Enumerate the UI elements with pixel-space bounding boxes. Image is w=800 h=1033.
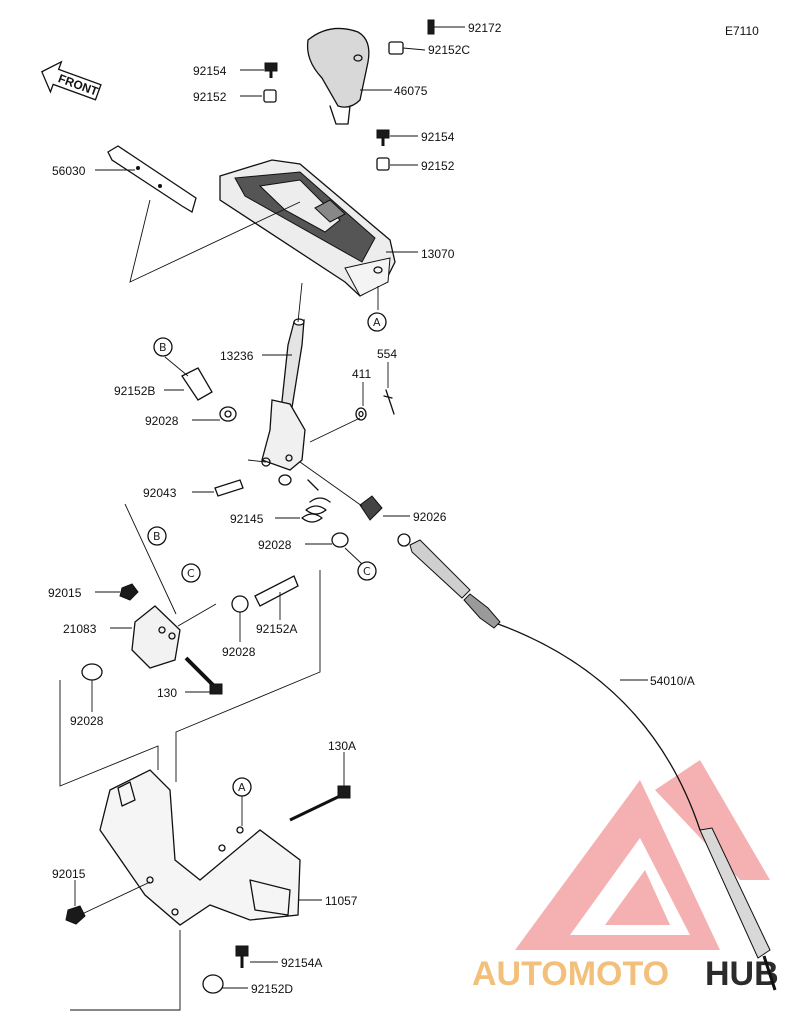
- collar-92152-right-icon: [376, 157, 390, 171]
- collar-92152b-icon: [181, 367, 213, 401]
- bolt-92154-icon: [264, 62, 278, 78]
- bushing-92028-mid-icon: [231, 595, 249, 613]
- collar-92152-icon: [263, 89, 277, 103]
- label-92015-lower: 92015: [52, 867, 86, 881]
- washer-411-icon: [355, 407, 367, 421]
- bracket-11057: [99, 769, 301, 926]
- watermark-logo: [515, 760, 770, 950]
- leader-lines: [74, 47, 648, 989]
- shift-guide-13070: [219, 159, 396, 297]
- label-92028-left: 92028: [70, 714, 104, 728]
- label-92154-right: 92154: [421, 130, 455, 144]
- bolt-130-icon: [184, 656, 223, 695]
- label-92015: 92015: [48, 586, 82, 600]
- bushing-92028-left-icon: [81, 663, 103, 681]
- bushing-92028-icon: [219, 406, 237, 422]
- collar-92152c-icon: [388, 41, 404, 55]
- bracket-21083: [131, 605, 181, 669]
- pin-92043-icon: [214, 479, 244, 497]
- bolt-92154a-icon: [235, 945, 249, 968]
- nut-92015-icon: [119, 583, 139, 601]
- label-92152c: 92152C: [428, 43, 470, 57]
- spring-92145-icon: [278, 474, 331, 523]
- bushing-92028-lower-icon: [331, 532, 349, 548]
- label-21083: 21083: [63, 622, 97, 636]
- svg-text:A: A: [373, 316, 381, 329]
- ref-circle-a1: A: [367, 312, 387, 332]
- svg-text:C: C: [363, 565, 371, 578]
- label-130: 130: [157, 686, 177, 700]
- ref-circle-b1: B: [153, 337, 173, 357]
- label-56030: 56030: [52, 164, 86, 178]
- bolt-92154-right-icon: [376, 129, 390, 146]
- front-label: FRONT: [56, 71, 100, 99]
- label-92152d: 92152D: [251, 982, 293, 996]
- label-411: 411: [352, 367, 371, 381]
- label-92154a: 92154A: [281, 956, 322, 970]
- svg-text:A: A: [238, 781, 246, 794]
- svg-text:C: C: [187, 567, 195, 580]
- label-13070: 13070: [421, 247, 455, 261]
- label-13236: 13236: [220, 349, 254, 363]
- joint-92026-icon: [359, 495, 383, 521]
- svg-text:B: B: [159, 341, 167, 354]
- front-arrow-icon: FRONT: [40, 60, 102, 101]
- cotter-pin-554-icon: [383, 389, 395, 415]
- ref-circle-b2: B: [147, 526, 167, 546]
- shift-lever-13236: [261, 318, 306, 471]
- label-554: 554: [377, 347, 397, 361]
- label-92172: 92172: [468, 21, 502, 35]
- bolt-130a-icon: [289, 785, 351, 822]
- svg-text:B: B: [153, 530, 161, 543]
- label-92152b: 92152B: [114, 384, 155, 398]
- label-46075: 46075: [394, 84, 428, 98]
- shift-knob: [306, 27, 370, 125]
- label-92152a: 92152A: [256, 622, 297, 636]
- label-11057: 11057: [325, 894, 358, 908]
- watermark-text-hub: HUB: [705, 955, 779, 993]
- assembly-lines: [59, 199, 379, 1011]
- label-130a: 130A: [328, 739, 356, 753]
- label-92154: 92154: [193, 64, 227, 78]
- label-92152: 92152: [193, 90, 227, 104]
- label-54010a: 54010/A: [650, 674, 695, 688]
- label-92028-lower: 92028: [258, 538, 292, 552]
- collar-92152d-icon: [202, 974, 224, 994]
- label-92145: 92145: [230, 512, 264, 526]
- label-92152-right: 92152: [421, 159, 455, 173]
- collar-92152a-icon: [254, 575, 299, 607]
- ref-circle-a2: A: [232, 777, 252, 797]
- label-92026: 92026: [413, 510, 447, 524]
- nut-92015-lower-icon: [65, 905, 86, 925]
- ref-circle-c2: C: [181, 563, 201, 583]
- watermark-text-automoto: AUTOMOTO: [472, 955, 669, 993]
- bracket-56030: [107, 145, 197, 213]
- label-92028-mid: 92028: [222, 645, 256, 659]
- label-92028: 92028: [145, 414, 179, 428]
- cable-54010a: [397, 533, 777, 991]
- label-92043: 92043: [143, 486, 177, 500]
- ref-circle-c1: C: [357, 561, 377, 581]
- bolt-92172-icon: [427, 19, 465, 35]
- diagram-code: E7110: [725, 24, 759, 38]
